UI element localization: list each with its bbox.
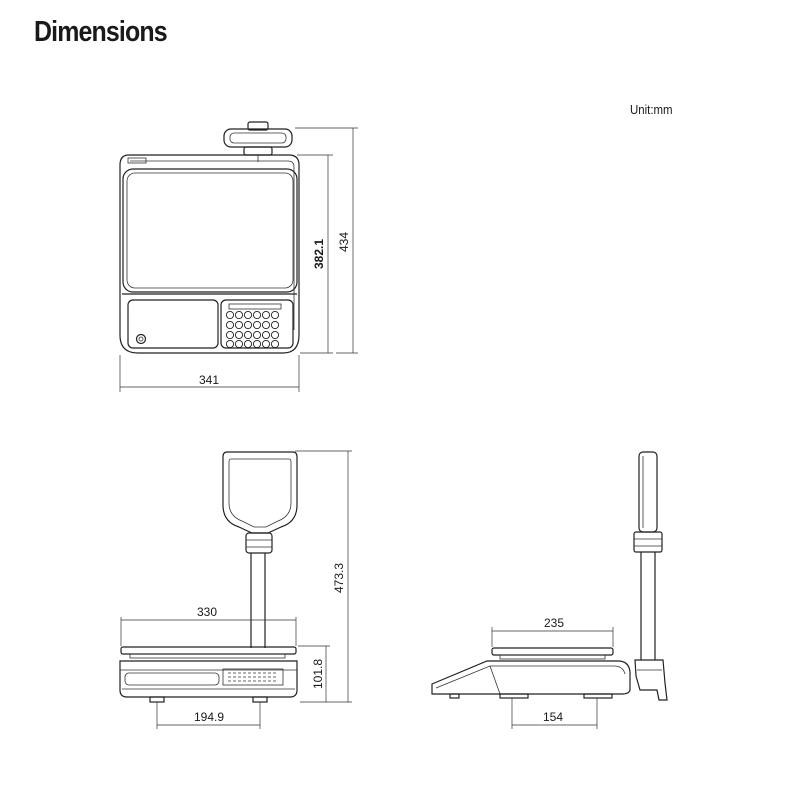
- side-view-platter: [491, 647, 614, 656]
- side-view-platter-depth-label: 235: [544, 616, 564, 630]
- top-view-width-label: 341: [199, 373, 219, 387]
- top-view-total-depth-label: 434: [337, 232, 351, 252]
- front-view-platter-width-label: 330: [197, 605, 217, 619]
- side-view-foot-front: [449, 693, 460, 699]
- top-view-rear-display: [223, 121, 293, 162]
- front-view-base: [119, 660, 298, 698]
- front-view-base-height-label: 101.8: [311, 659, 325, 689]
- top-view: 341 382.1 434: [119, 121, 358, 392]
- front-view-pole-neck: [245, 532, 273, 554]
- top-view-level-bubble: [135, 333, 147, 345]
- front-view-display-head: [222, 451, 298, 534]
- side-view-display-head: [638, 451, 658, 533]
- top-view-body: [119, 154, 300, 354]
- page-title: Dimensions: [34, 16, 168, 48]
- top-view-display-depth-label: 382.1: [312, 239, 326, 269]
- front-view: 330 473.3 101.8 194.9: [119, 450, 352, 729]
- front-view-feet-span-label: 194.9: [194, 710, 224, 724]
- front-view-keys: [228, 672, 278, 682]
- side-view-pole-bracket: [634, 659, 668, 701]
- side-view: 235 154: [431, 451, 668, 729]
- top-view-platter: [122, 168, 298, 293]
- top-view-keys: [225, 310, 280, 349]
- front-view-platter: [120, 646, 297, 655]
- side-view-foot-left: [499, 693, 529, 699]
- front-view-foot-right: [252, 696, 268, 703]
- side-view-base: [431, 660, 631, 695]
- side-view-feet-span-label: 154: [543, 710, 563, 724]
- side-view-foot-right: [583, 693, 613, 699]
- unit-note: Unit:mm: [630, 102, 673, 117]
- front-view-foot-left: [149, 696, 165, 703]
- top-view-front-panel: [127, 299, 219, 349]
- front-view-total-height-label: 473.3: [332, 563, 346, 593]
